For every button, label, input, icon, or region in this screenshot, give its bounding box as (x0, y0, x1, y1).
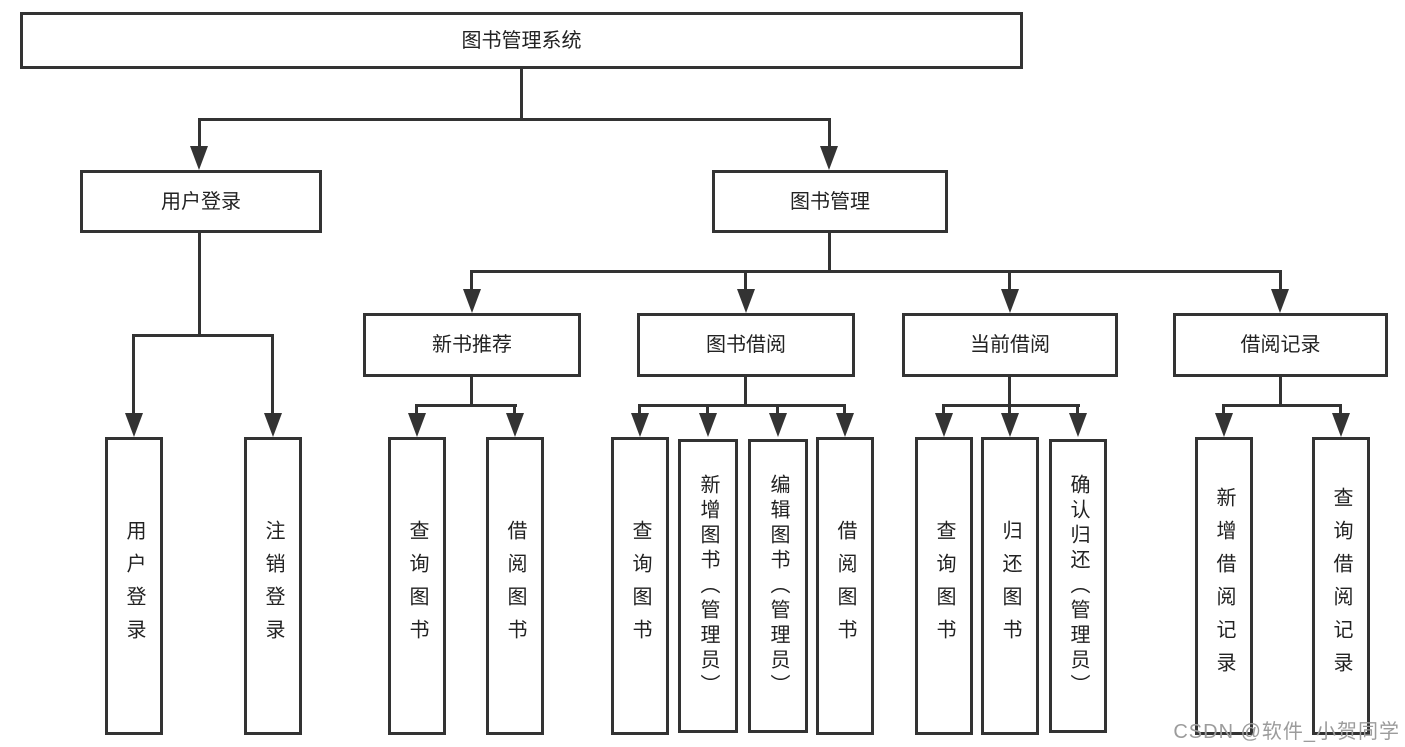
arrow-down-icon (264, 413, 282, 437)
connector-nbr-drop (470, 377, 473, 406)
arrow-down-icon (506, 413, 524, 437)
node-borrow-records: 借阅记录 (1173, 313, 1388, 377)
arrow-down-icon (190, 146, 208, 170)
connector-nbr-horizontal (415, 404, 517, 407)
arrow-down-icon (836, 413, 854, 437)
arrow-down-icon (1332, 413, 1350, 437)
arrow-down-icon (1271, 289, 1289, 313)
arrow-down-icon (125, 413, 143, 437)
connector-cb-stem-1 (942, 404, 945, 417)
leaf-query-borrow-record: 查询借阅记录 (1312, 437, 1370, 735)
connector-bb-stem-2 (706, 404, 709, 417)
connector-cb-horizontal (942, 404, 1080, 407)
node-root: 图书管理系统 (20, 12, 1023, 69)
connector-user-login-horizontal (132, 334, 274, 337)
leaf-edit-book-admin: 编辑图书（管理员） (748, 439, 808, 733)
connector-bb-stem-3 (776, 404, 779, 417)
connector-stem-new-book-recommend (470, 270, 473, 293)
leaf-add-borrow-record: 新增借阅记录 (1195, 437, 1253, 735)
connector-br-stem-1 (1222, 404, 1225, 417)
arrow-down-icon (463, 289, 481, 313)
arrow-down-icon (935, 413, 953, 437)
arrow-down-icon (1001, 413, 1019, 437)
node-new-book-recommend: 新书推荐 (363, 313, 581, 377)
connector-stem-borrow-records (1279, 270, 1282, 293)
node-user-login: 用户登录 (80, 170, 322, 233)
connector-bb-stem-1 (638, 404, 641, 417)
arrow-down-icon (769, 413, 787, 437)
arrow-down-icon (631, 413, 649, 437)
leaf-return-book: 归还图书 (981, 437, 1039, 735)
connector-level3-horizontal (470, 270, 1282, 273)
arrow-down-icon (1001, 289, 1019, 313)
arrow-down-icon (820, 146, 838, 170)
leaf-user-login: 用户登录 (105, 437, 163, 735)
arrow-down-icon (699, 413, 717, 437)
arrow-down-icon (1069, 413, 1087, 437)
leaf-add-book-admin: 新增图书（管理员） (678, 439, 738, 733)
leaf-query-book-recommend: 查询图书 (388, 437, 446, 735)
leaf-logout: 注销登录 (244, 437, 302, 735)
connector-stem-current-borrow (1008, 270, 1011, 293)
leaf-query-book-current: 查询图书 (915, 437, 973, 735)
connector-nbr-stem-2 (513, 404, 516, 417)
connector-bb-horizontal (638, 404, 846, 407)
connector-level1-horizontal (198, 118, 831, 121)
connector-cb-drop (1008, 377, 1011, 406)
connector-br-stem-2 (1339, 404, 1342, 417)
connector-stem-user-login (198, 118, 201, 150)
arrow-down-icon (408, 413, 426, 437)
connector-br-drop (1279, 377, 1282, 406)
arrow-down-icon (1215, 413, 1233, 437)
connector-stem-book-borrow (744, 270, 747, 293)
watermark: CSDN @软件_小贺同学 (1173, 721, 1400, 743)
connector-book-management-drop (828, 233, 831, 272)
connector-bb-drop (744, 377, 747, 406)
arrow-down-icon (737, 289, 755, 313)
connector-root-drop (520, 68, 523, 121)
leaf-borrow-book-recommend: 借阅图书 (486, 437, 544, 735)
leaf-query-book-borrow: 查询图书 (611, 437, 669, 735)
connector-nbr-stem-1 (415, 404, 418, 417)
node-book-borrow: 图书借阅 (637, 313, 855, 377)
node-current-borrow: 当前借阅 (902, 313, 1118, 377)
connector-stem-book-management (828, 118, 831, 150)
connector-stem-leaf-user-login (132, 334, 135, 417)
connector-cb-stem-2 (1008, 404, 1011, 417)
leaf-borrow-book: 借阅图书 (816, 437, 874, 735)
connector-cb-stem-3 (1076, 404, 1079, 417)
node-book-management: 图书管理 (712, 170, 948, 233)
connector-stem-leaf-logout (271, 334, 274, 417)
connector-bb-stem-4 (843, 404, 846, 417)
leaf-confirm-return-admin: 确认归还（管理员） (1049, 439, 1107, 733)
connector-user-login-drop (198, 233, 201, 336)
connector-br-horizontal (1222, 404, 1342, 407)
